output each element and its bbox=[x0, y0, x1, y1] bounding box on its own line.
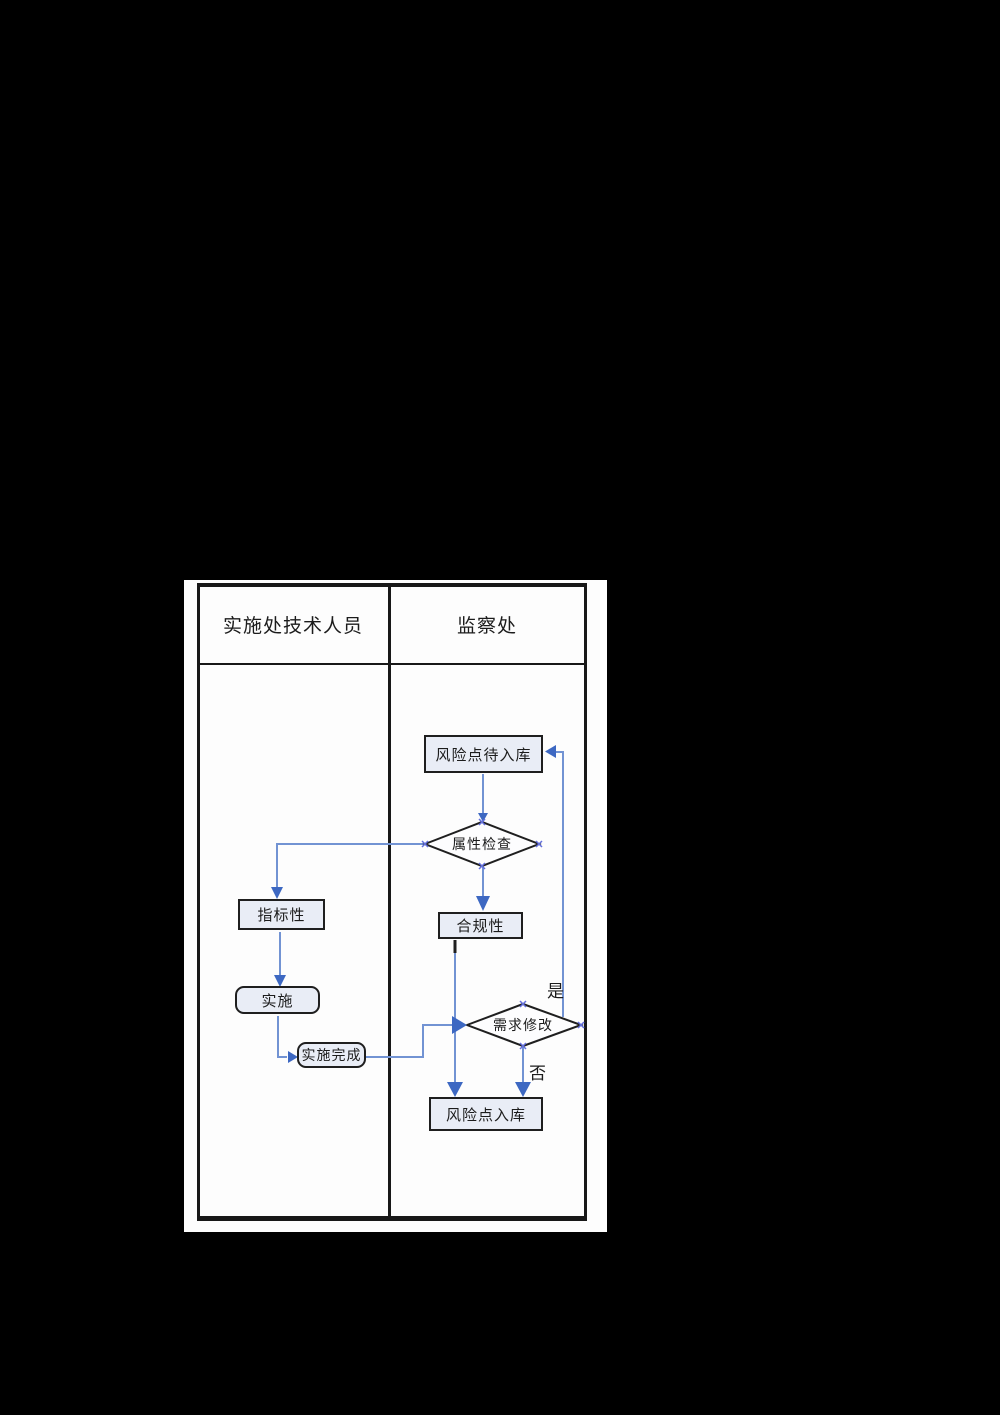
edge-label-yes: 是 bbox=[547, 982, 564, 1001]
node-indicator: 指标性 bbox=[238, 899, 325, 930]
table-header-separator bbox=[197, 663, 587, 665]
table-border-bottom bbox=[197, 1216, 587, 1221]
node-compliance: 合规性 bbox=[438, 912, 523, 939]
table-lane-divider bbox=[388, 583, 391, 1221]
node-req-change-label: 需求修改 bbox=[493, 1017, 553, 1033]
table-border-top bbox=[197, 583, 587, 587]
table-border-left bbox=[197, 583, 200, 1221]
node-impl-done: 实施完成 bbox=[297, 1042, 366, 1068]
node-risk-stored: 风险点入库 bbox=[429, 1097, 543, 1131]
lane-header-implementation: 实施处技术人员 bbox=[222, 615, 363, 637]
table-border-right bbox=[584, 583, 587, 1221]
lane-header-supervision: 监察处 bbox=[456, 615, 517, 637]
node-risk-pending: 风险点待入库 bbox=[424, 735, 543, 773]
node-attr-check-label: 属性检查 bbox=[452, 836, 512, 852]
node-implement: 实施 bbox=[235, 986, 320, 1014]
edge-label-no: 否 bbox=[529, 1064, 546, 1083]
